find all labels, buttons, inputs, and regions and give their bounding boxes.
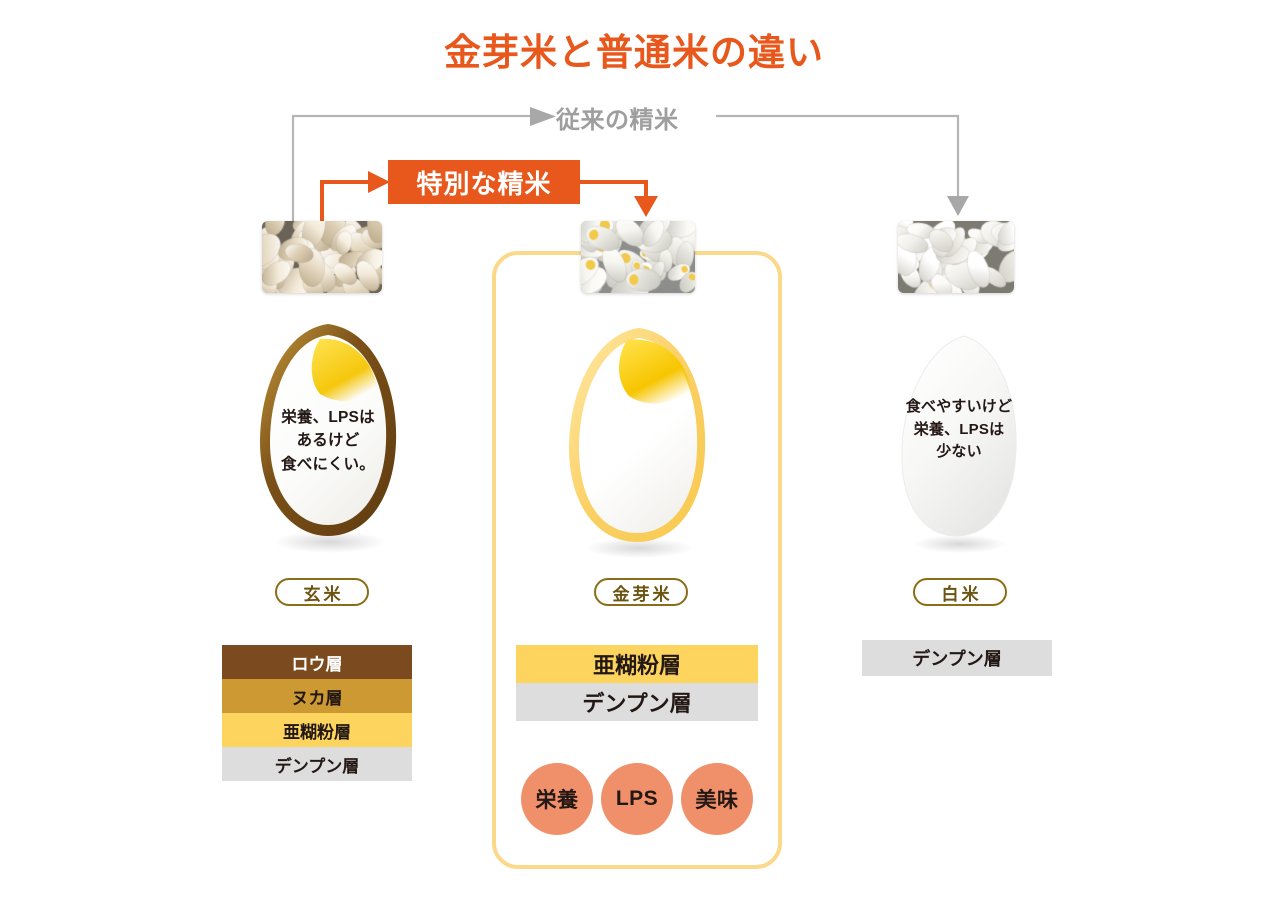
benefit-circle: 栄養 bbox=[521, 763, 593, 835]
brown-rice-grain-text: 栄養、LPSは あるけど 食べにくい。 bbox=[281, 409, 375, 473]
white-rice-photo bbox=[898, 221, 1014, 293]
hakumai-layer-stack: デンプン層 bbox=[862, 640, 1052, 676]
benefit-circle: 美味 bbox=[681, 763, 753, 835]
layer-row: デンプン層 bbox=[862, 640, 1052, 676]
kinmemai-rice-photo bbox=[581, 221, 695, 293]
brown-rice-grain-illustration: 栄養、LPSは あるけど 食べにくい。 bbox=[248, 310, 408, 560]
flow-label-special: 特別な精米 bbox=[388, 160, 580, 204]
label-genmai: 玄米 bbox=[275, 578, 369, 606]
brown-rice-photo bbox=[262, 221, 382, 293]
layer-row: 亜糊粉層 bbox=[516, 645, 758, 683]
layer-row: 亜糊粉層 bbox=[222, 713, 412, 747]
layer-row: デンプン層 bbox=[516, 683, 758, 721]
page-title: 金芽米と普通米の違い bbox=[444, 32, 824, 73]
label-hakumai: 白米 bbox=[913, 578, 1007, 606]
benefit-circle: LPS bbox=[601, 763, 673, 835]
white-rice-grain-illustration: 食べやすいけど 栄養、LPSは 少ない bbox=[888, 330, 1030, 560]
layer-row: ロウ層 bbox=[222, 645, 412, 679]
kinmemai-layer-stack: 亜糊粉層デンプン層 bbox=[516, 645, 758, 721]
label-kinmemai: 金芽米 bbox=[594, 578, 688, 606]
layer-row: ヌカ層 bbox=[222, 679, 412, 713]
layer-row: デンプン層 bbox=[222, 747, 412, 781]
genmai-layer-stack: ロウ層ヌカ層亜糊粉層デンプン層 bbox=[222, 645, 412, 781]
flow-label-conventional: 従来の精米 bbox=[556, 107, 679, 134]
white-rice-grain-text: 食べやすいけど 栄養、LPSは 少ない bbox=[905, 398, 1013, 460]
kinmemai-grain-illustration bbox=[553, 318, 721, 566]
